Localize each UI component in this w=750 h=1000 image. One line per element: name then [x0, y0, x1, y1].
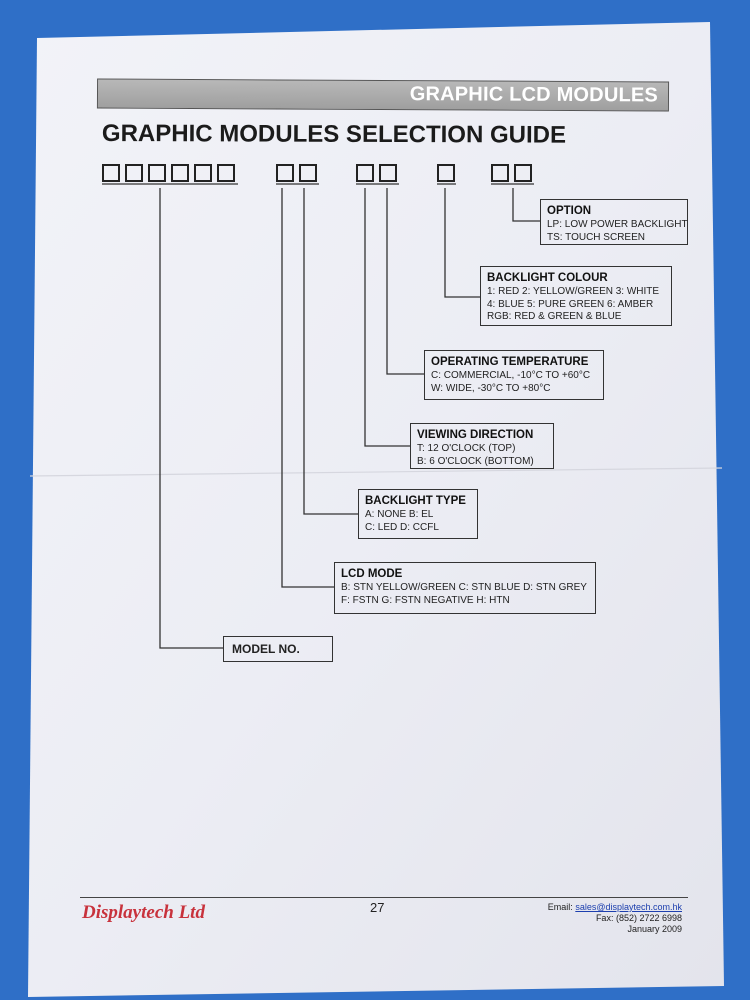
code-square [356, 164, 374, 182]
code-square [171, 164, 189, 182]
lcd-mode-heading: LCD MODE [341, 568, 403, 580]
viewing-direction-line: T: 12 O'CLOCK (TOP) [417, 443, 516, 454]
code-square [299, 164, 317, 182]
company-name: Displaytech Ltd [82, 902, 205, 923]
backlight-type-line: C: LED D: CCFL [365, 521, 439, 533]
viewing-direction-box: VIEWING DIRECTION T: 12 O'CLOCK (TOP) B:… [410, 423, 554, 469]
backlight-colour-line: 1: RED 2: YELLOW/GREEN 3: WHITE [487, 286, 660, 297]
backlight-colour-heading: BACKLIGHT COLOUR [487, 272, 608, 284]
operating-temperature-line: W: WIDE, -30°C TO +80°C [431, 382, 551, 394]
viewing-direction-line: B: 6 O'CLOCK (BOTTOM) [417, 455, 534, 467]
code-square [148, 164, 166, 182]
email-label: Email: [547, 902, 573, 912]
footer-divider [80, 897, 688, 898]
backlight-colour-box: BACKLIGHT COLOUR 1: RED 2: YELLOW/GREEN … [480, 266, 672, 326]
model-no-box: MODEL NO. [223, 636, 333, 662]
backlight-type-heading: BACKLIGHT TYPE [365, 495, 466, 507]
code-square [437, 164, 455, 182]
code-square [102, 164, 120, 182]
lcd-mode-box: LCD MODE B: STN YELLOW/GREEN C: STN BLUE… [334, 562, 596, 614]
option-box: OPTION LP: LOW POWER BACKLIGHT TS: TOUCH… [540, 199, 688, 245]
code-square [194, 164, 212, 182]
operating-temperature-box: OPERATING TEMPERATURE C: COMMERCIAL, -10… [424, 350, 604, 400]
contact-block: Email: sales@displaytech.com.hk Fax: (85… [548, 902, 682, 935]
option-heading: OPTION [547, 205, 592, 217]
backlight-type-box: BACKLIGHT TYPE A: NONE B: EL C: LED D: C… [358, 489, 478, 539]
code-square [125, 164, 143, 182]
code-square [491, 164, 509, 182]
backlight-type-line: A: NONE B: EL [365, 509, 434, 520]
code-square [217, 164, 235, 182]
code-square [514, 164, 532, 182]
model-no-label: MODEL NO. [232, 642, 300, 656]
option-line: TS: TOUCH SCREEN [547, 231, 645, 243]
page-number: 27 [370, 900, 385, 915]
code-square [276, 164, 294, 182]
lcd-mode-line: F: FSTN G: FSTN NEGATIVE H: HTN [341, 594, 510, 606]
lcd-mode-line: B: STN YELLOW/GREEN C: STN BLUE D: STN G… [341, 582, 587, 593]
viewing-direction-heading: VIEWING DIRECTION [417, 429, 534, 441]
option-line: LP: LOW POWER BACKLIGHT [547, 219, 688, 230]
code-square [379, 164, 397, 182]
operating-temperature-line: C: COMMERCIAL, -10°C TO +60°C [431, 370, 591, 381]
date-line: January 2009 [627, 924, 682, 934]
fax-line: Fax: (852) 2722 6998 [595, 913, 682, 923]
email-link[interactable]: sales@displaytech.com.hk [575, 902, 682, 912]
backlight-colour-line: RGB: RED & GREEN & BLUE [487, 311, 622, 322]
backlight-colour-line: 4: BLUE 5: PURE GREEN 6: AMBER [487, 298, 654, 310]
operating-temperature-heading: OPERATING TEMPERATURE [431, 356, 589, 368]
email-line: Email: sales@displaytech.com.hk [548, 902, 682, 913]
